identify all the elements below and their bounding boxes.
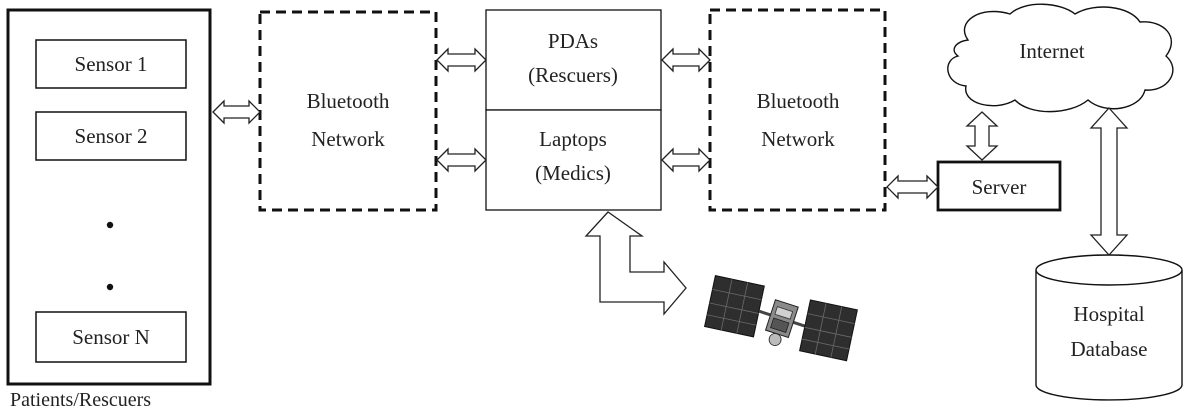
sensor-2-label: Sensor 2 <box>75 124 148 148</box>
ellipsis-dot-2 <box>106 283 114 291</box>
satellite-image <box>703 275 858 362</box>
double-arrow-internet-database <box>1089 107 1129 256</box>
sensor-1-box <box>35 39 187 89</box>
internet-label: Internet <box>1019 39 1084 63</box>
ellipsis-dot-1 <box>106 221 114 229</box>
bluetooth-network-right <box>708 8 887 212</box>
pdas-box <box>485 9 662 111</box>
hospital-db-line2: Database <box>1071 337 1148 361</box>
bent-arrow-laptops-satellite <box>584 211 687 316</box>
patients-caption: Patients/Rescuers <box>10 389 151 411</box>
hospital-database-cylinder <box>1035 270 1183 401</box>
bluetooth-right-line2: Network <box>761 127 835 151</box>
hospital-database-top <box>1035 254 1183 286</box>
double-arrow-laptops-bluetooth <box>661 147 711 173</box>
server-box <box>936 160 1062 212</box>
satellite-body <box>758 299 806 346</box>
sensor-n-box <box>35 311 187 363</box>
double-arrow-server-internet <box>965 111 999 161</box>
hospital-db-line1: Hospital <box>1073 302 1144 326</box>
server-label: Server <box>972 175 1027 199</box>
laptops-line2: (Medics) <box>535 161 611 185</box>
bluetooth-right-line1: Bluetooth <box>757 89 840 113</box>
double-arrow-bluetooth-laptops <box>436 147 487 173</box>
bluetooth-left-line2: Network <box>311 127 385 151</box>
satellite-right-panel <box>799 299 858 362</box>
sensor-n-label: Sensor N <box>72 325 150 349</box>
sensor-2-box <box>35 111 187 161</box>
bluetooth-network-left <box>258 10 438 212</box>
pdas-line1: PDAs <box>548 29 598 53</box>
satellite-left-panel <box>703 275 765 338</box>
laptops-line1: Laptops <box>539 127 607 151</box>
pdas-line2: (Rescuers) <box>528 63 618 87</box>
double-arrow-bluetooth-server <box>886 174 939 200</box>
double-arrow-patients-bluetooth <box>212 99 261 125</box>
double-arrow-pdas-bluetooth <box>661 47 711 73</box>
sensor-1-label: Sensor 1 <box>75 52 148 76</box>
internet-cloud <box>947 3 1174 113</box>
laptops-box <box>485 109 662 211</box>
double-arrow-bluetooth-pdas <box>436 47 487 73</box>
bluetooth-left-line1: Bluetooth <box>307 89 390 113</box>
